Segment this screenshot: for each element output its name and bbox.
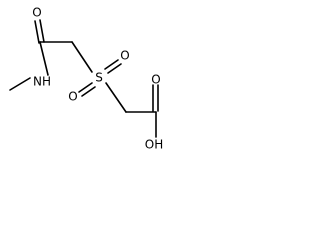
bond-methyl-n (9, 77, 31, 91)
bond-sulfonyl-top-1 (104, 59, 119, 70)
atom-label-layer: O NH S O O O OH (32, 6, 163, 152)
bond-amide-carbonyl-1 (34, 20, 40, 44)
bond-sulfur-ch2-acid (105, 82, 127, 113)
chemical-structure-canvas: O NH S O O O OH (0, 0, 194, 155)
bond-n-carbonyl-carbon (39, 41, 49, 76)
bond-ch2-sulfur (71, 41, 93, 73)
sulfonyl-top-oxygen-label: O (120, 49, 129, 63)
amide-oxygen-label: O (32, 6, 41, 20)
bond-amide-carbonyl-2 (39, 19, 45, 43)
acid-hydroxyl-label: OH (145, 138, 163, 152)
bond-sulfonyl-top-2 (107, 63, 122, 74)
bond-sulfonyl-left-1 (78, 82, 93, 93)
amide-nitrogen-label: NH (33, 75, 51, 89)
bond-sulfonyl-left-2 (81, 86, 96, 97)
sulfonyl-left-oxygen-label: O (68, 90, 77, 104)
structure-drawing: O NH S O O O OH (9, 6, 163, 152)
sulfur-label: S (95, 71, 103, 85)
acid-carbonyl-oxygen-label: O (151, 73, 160, 87)
bond-layer (9, 19, 159, 138)
